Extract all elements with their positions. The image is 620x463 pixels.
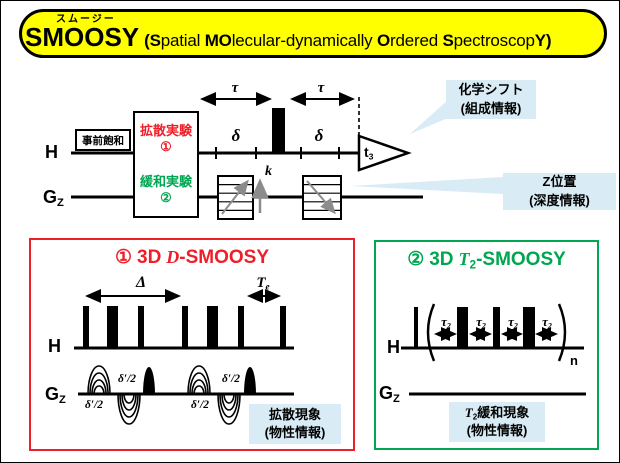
acquisition-triangle [357,134,412,172]
ramp-up-arrow [221,179,249,215]
tau2-label: τ2 [476,314,486,331]
dbox-h-label: H [48,336,61,356]
dbox-gz-label: GZ [45,384,66,407]
n-repeat-label: n [570,353,578,368]
t2-relaxation-callout: T2緩和現象 (物性情報) [449,402,545,442]
delta-prime-label: δ′/2 [221,373,241,385]
t2-relaxation-line1: T2緩和現象 [464,404,530,421]
t2-smoosy-frame [374,240,599,450]
title-ruby: スムージー [56,14,116,25]
delta-label: δ [231,126,241,145]
delta-prime-label: δ′/2 [190,399,210,411]
tau2-label: τ2 [508,314,518,331]
big-delta-label: Δ [135,274,147,291]
t2box-pulses [414,307,535,348]
t2box-h-label: H [387,337,400,357]
t3-label: t3 [364,144,374,162]
te-label: Te [256,275,270,293]
callout-tail-z [350,177,503,194]
delta-prime-label: δ′/2 [117,373,137,385]
title-expansion: (Spatial MOlecular-dynamically Ordered S… [144,31,552,50]
d-smoosy-frame [29,238,355,451]
callout-tail-shift [410,100,448,134]
diffusion-experiment-label: 拡散実験 ① [139,122,192,154]
close-paren [557,303,567,362]
k-label: k [265,164,272,179]
chemical-shift-callout: 化学シフト (組成情報) [446,80,536,119]
pulse-180 [272,108,285,153]
gradient-lobes-down [117,393,241,425]
gradient-lobes-up [87,365,211,395]
experiment-select-box: 拡散実験 ① 緩和実験 ② [133,111,199,218]
t2box-gz-label: GZ [379,383,400,406]
relaxation-experiment-label: 緩和実験 ② [139,174,192,206]
spoiler-gradient [143,367,155,394]
delta-label: δ [314,126,324,145]
main-gz-label: GZ [43,187,64,210]
diffusion-phenomenon-callout: 拡散現象 (物性情報) [249,404,341,444]
z-position-callout: Z位置 (深度情報) [503,173,616,210]
spoiler-gradient [244,367,256,394]
page-title: SMOOSY (Spatial MOlecular-dynamically Or… [25,22,552,53]
tau-label: τ [231,80,239,96]
main-h-label: H [45,142,58,162]
ramp-down-arrow [306,180,336,215]
tau-label: τ [317,80,325,96]
tau2-label: τ2 [441,314,451,331]
title-banner [19,9,607,58]
open-paren [426,303,436,362]
presaturation-box: 事前飽和 [75,129,131,151]
dbox-pulses [83,306,286,348]
tau2-label: τ2 [542,314,552,331]
delta-prime-label: δ′/2 [84,399,104,411]
title-acronym: SMOOSY [25,22,140,52]
